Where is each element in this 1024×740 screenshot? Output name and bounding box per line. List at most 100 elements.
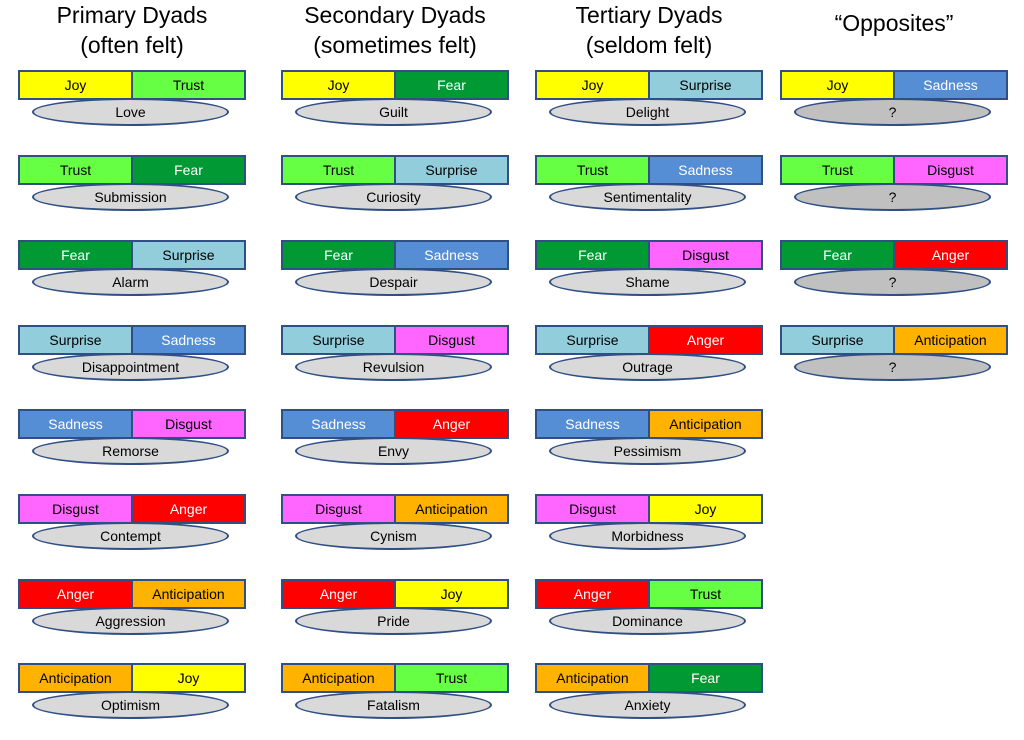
result-delight: Delight <box>549 98 746 126</box>
result-alarm: Alarm <box>32 268 229 296</box>
emotion-sadness: Sadness <box>283 411 396 437</box>
column-title: Tertiary Dyads (seldom felt) <box>535 0 763 64</box>
emotion-sadness: Sadness <box>895 72 1006 98</box>
emotion-disgust: Disgust <box>20 496 133 522</box>
emotion-disgust: Disgust <box>133 411 244 437</box>
emotion-fear: Fear <box>133 157 244 183</box>
emotion-sadness: Sadness <box>396 242 507 268</box>
result-morbidness: Morbidness <box>549 522 746 550</box>
emotion-joy: Joy <box>782 72 895 98</box>
emotion-anticipation: Anticipation <box>20 665 133 691</box>
emotion-trust: Trust <box>133 72 244 98</box>
column-title: Secondary Dyads(sometimes felt) <box>281 0 509 64</box>
result-unknown: ? <box>794 183 991 211</box>
emotion-anger: Anger <box>283 581 396 607</box>
result-unknown: ? <box>794 353 991 381</box>
emotion-fear: Fear <box>650 665 761 691</box>
result-envy: Envy <box>295 437 492 465</box>
emotion-fear: Fear <box>396 72 507 98</box>
emotion-joy: Joy <box>133 665 244 691</box>
emotion-anger: Anger <box>133 496 244 522</box>
result-fatalism: Fatalism <box>295 691 492 719</box>
emotion-surprise: Surprise <box>133 242 244 268</box>
column-title: “Opposites” <box>780 8 1008 72</box>
result-sentimentality: Sentimentality <box>549 183 746 211</box>
emotion-disgust: Disgust <box>895 157 1006 183</box>
result-outrage: Outrage <box>549 353 746 381</box>
result-optimism: Optimism <box>32 691 229 719</box>
column-title-line1: Primary Dyads <box>56 2 208 28</box>
emotion-anticipation: Anticipation <box>396 496 507 522</box>
emotion-anticipation: Anticipation <box>895 327 1006 353</box>
result-remorse: Remorse <box>32 437 229 465</box>
emotion-anticipation: Anticipation <box>133 581 244 607</box>
emotion-surprise: Surprise <box>283 327 396 353</box>
column-title-line2: (seldom felt) <box>585 32 713 58</box>
result-revulsion: Revulsion <box>295 353 492 381</box>
emotion-fear: Fear <box>537 242 650 268</box>
emotion-sadness: Sadness <box>650 157 761 183</box>
result-dominance: Dominance <box>549 607 746 635</box>
emotion-trust: Trust <box>396 665 507 691</box>
column-title-line2: (sometimes felt) <box>313 32 477 58</box>
emotion-anger: Anger <box>537 581 650 607</box>
emotion-surprise: Surprise <box>537 327 650 353</box>
emotion-disgust: Disgust <box>283 496 396 522</box>
emotion-trust: Trust <box>782 157 895 183</box>
column-title-line1: Tertiary Dyads <box>575 2 723 28</box>
result-shame: Shame <box>549 268 746 296</box>
emotion-fear: Fear <box>782 242 895 268</box>
result-unknown: ? <box>794 98 991 126</box>
result-guilt: Guilt <box>295 98 492 126</box>
emotion-trust: Trust <box>650 581 761 607</box>
result-curiosity: Curiosity <box>295 183 492 211</box>
emotion-surprise: Surprise <box>396 157 507 183</box>
emotion-trust: Trust <box>283 157 396 183</box>
emotion-anger: Anger <box>895 242 1006 268</box>
emotion-joy: Joy <box>650 496 761 522</box>
emotion-surprise: Surprise <box>650 72 761 98</box>
result-pride: Pride <box>295 607 492 635</box>
emotion-sadness: Sadness <box>20 411 133 437</box>
result-despair: Despair <box>295 268 492 296</box>
result-submission: Submission <box>32 183 229 211</box>
column-title-line1: “Opposites” <box>834 10 954 36</box>
column-title: Primary Dyads(often felt) <box>18 0 246 64</box>
emotion-trust: Trust <box>537 157 650 183</box>
